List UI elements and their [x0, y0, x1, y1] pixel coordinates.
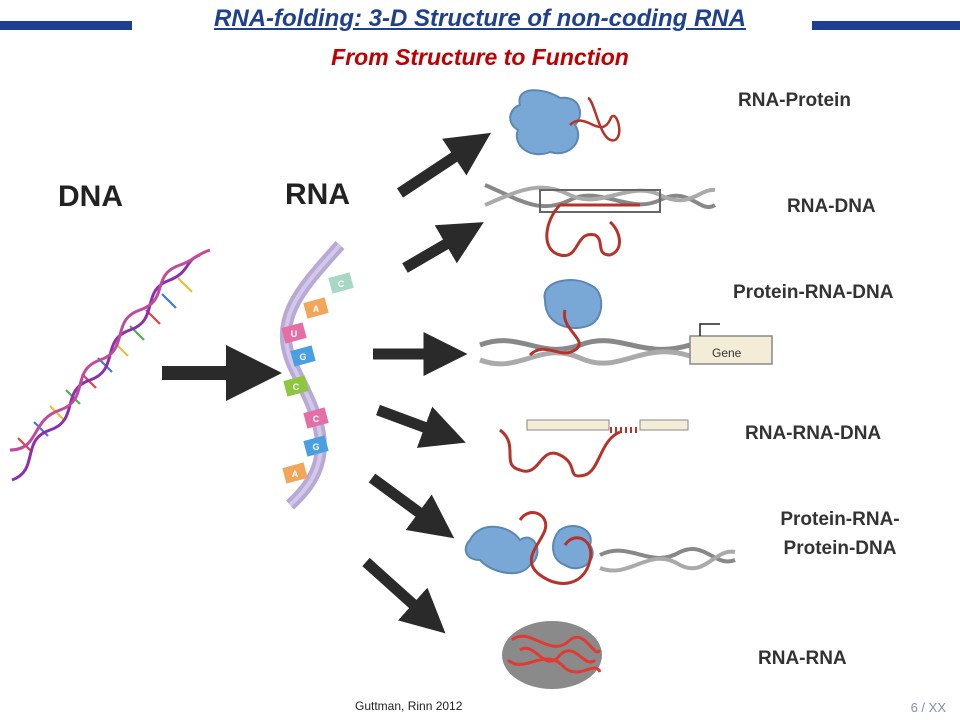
interaction-label-rna-protein: RNA-Protein	[738, 90, 851, 111]
interaction-arrows	[362, 132, 491, 634]
arrow-rna-dna	[402, 222, 484, 273]
interaction-label-line1: Protein-RNA-	[780, 509, 900, 530]
rna-base-label: A	[292, 469, 299, 479]
interaction-label-protein-rna-dna: Protein-RNA-DNA	[733, 282, 894, 303]
rna-strand-illustration	[279, 241, 354, 510]
page-subtitle: From Structure to Function	[331, 44, 629, 70]
protein-rna-protein-dna-illustration	[464, 511, 736, 585]
page-title: RNA-folding: 3-D Structure of non-coding…	[0, 5, 960, 33]
header-bar-left	[0, 21, 132, 30]
interaction-label-protein-rna-protein-dna: Protein-RNA- Protein-DNA	[760, 505, 920, 563]
interaction-label-rna-rna-dna: RNA-RNA-DNA	[745, 423, 882, 444]
gene-box	[689, 335, 773, 365]
gene-label: Gene	[712, 346, 742, 360]
page-number: 6 / XX	[910, 700, 946, 715]
dna-helix-illustration	[9, 248, 211, 482]
rna-base-label: U	[291, 329, 298, 339]
rna-base-label: G	[299, 352, 306, 362]
rna-base-label: C	[338, 279, 345, 289]
rna-base-label: G	[312, 442, 319, 452]
rna-base-label: C	[293, 382, 300, 392]
arrow-rna-rna-dna	[376, 404, 466, 448]
rna-rna-illustration	[502, 621, 602, 689]
rna-base-label: A	[313, 304, 320, 314]
arrow-rna-rna	[362, 557, 446, 634]
arrow-protein-rna-protein-dna	[368, 473, 455, 539]
interaction-label-rna-dna: RNA-DNA	[787, 196, 876, 217]
rna-rna-dna-illustration	[499, 419, 689, 478]
rna-base-label: C	[313, 414, 320, 424]
rna-label: RNA	[285, 178, 350, 211]
header-bar-right	[812, 21, 960, 30]
rna-protein-illustration	[509, 89, 621, 156]
page-title-text: RNA-folding: 3-D Structure of non-coding…	[214, 5, 746, 32]
citation: Guttman, Rinn 2012	[355, 699, 463, 713]
protein-rna-dna-illustration: Gene	[479, 279, 773, 367]
interaction-label-rna-rna: RNA-RNA	[758, 648, 847, 669]
arrow-rna-protein	[396, 132, 491, 198]
dna-label: DNA	[58, 180, 123, 213]
interaction-label-line2: Protein-DNA	[783, 538, 897, 559]
rna-dna-illustration	[484, 183, 717, 257]
